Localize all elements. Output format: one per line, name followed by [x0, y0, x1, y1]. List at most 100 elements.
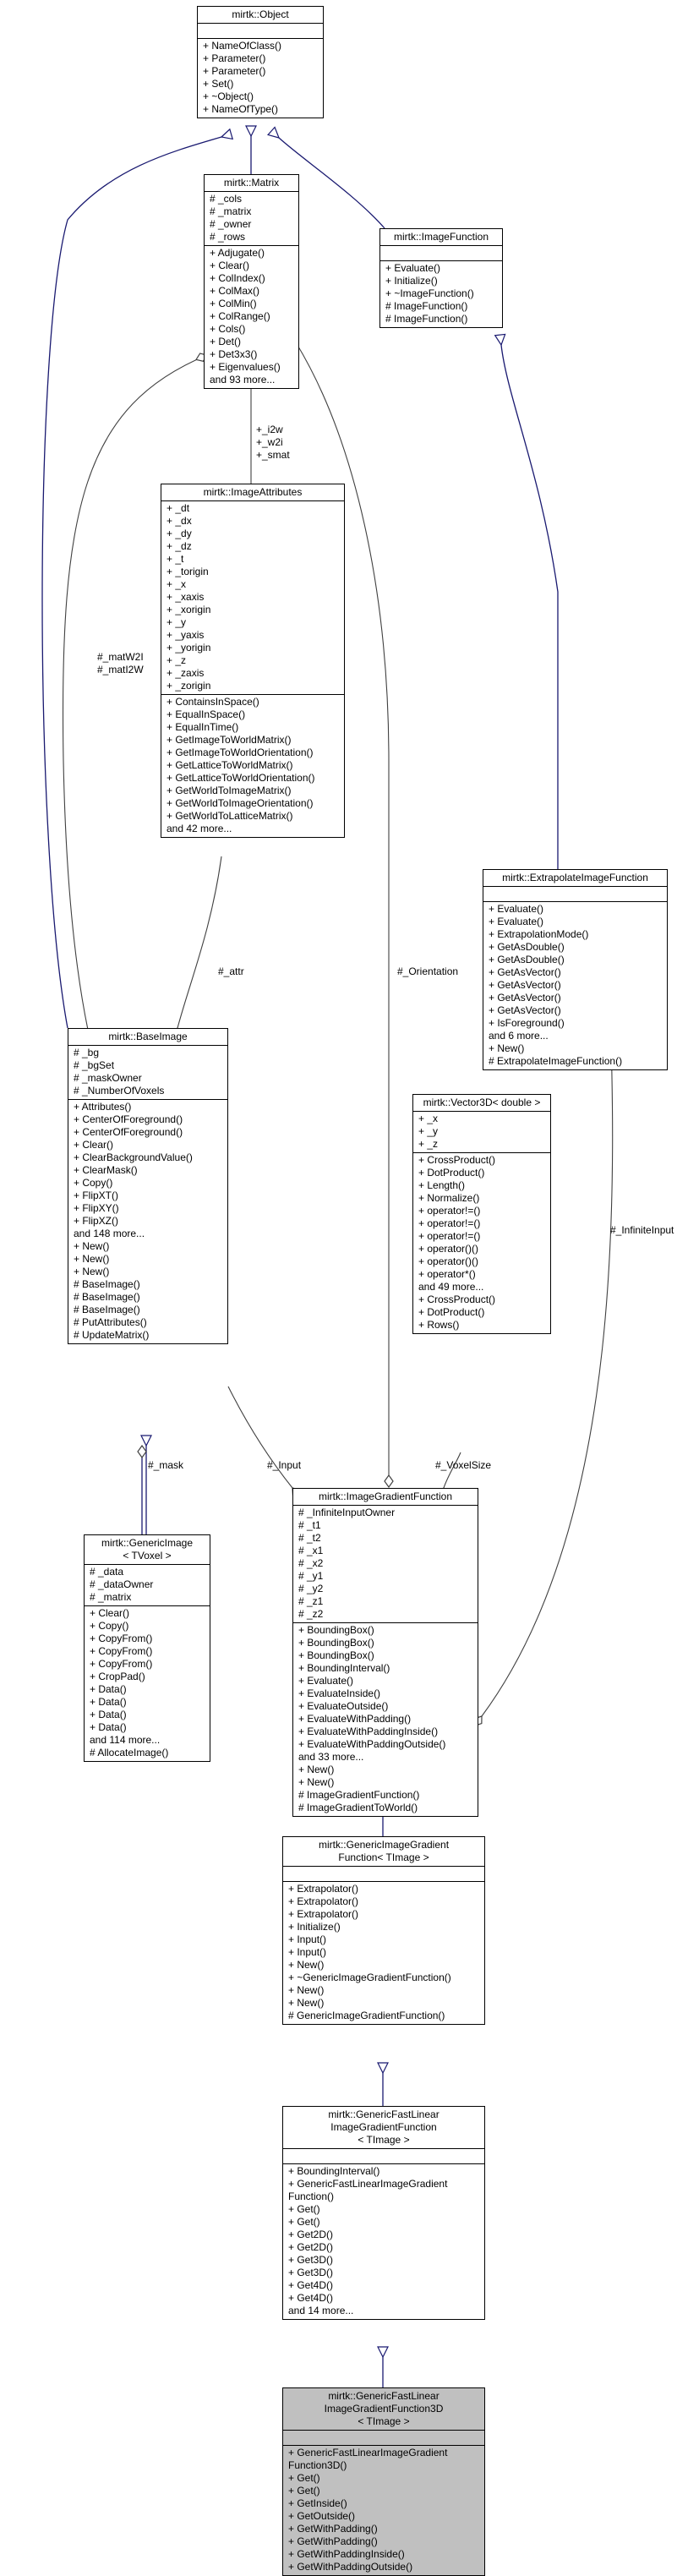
method-item: + GetAsVector()	[489, 1004, 561, 1016]
attribute-item: + _torigin	[167, 566, 209, 577]
method-item: + BoundingBox()	[298, 1624, 374, 1636]
method-item: + New()	[288, 1997, 325, 2009]
edge-vector3d-to-gradient	[444, 1452, 461, 1488]
method-item: # BaseImage()	[74, 1291, 140, 1303]
method-item: Function3D()	[288, 2459, 347, 2471]
class-node-vector3d-double[interactable]: mirtk::Vector3D< double >+ _x+ _y+ _z+ C…	[412, 1094, 551, 1334]
class-title-line: mirtk::ImageGradientFunction	[318, 1490, 453, 1502]
method-item: + EvaluateInside()	[298, 1687, 381, 1699]
class-title-line: mirtk::Object	[232, 8, 289, 20]
attribute-item: # _t2	[298, 1532, 321, 1544]
method-item: + FlipXT()	[74, 1190, 119, 1201]
method-item: + GetImageToWorldOrientation()	[167, 747, 314, 758]
attribute-item: # _bg	[74, 1047, 100, 1058]
class-node-matrix[interactable]: mirtk::Matrix# _cols# _matrix# _owner# _…	[204, 174, 299, 389]
method-item: + GetAsDouble()	[489, 954, 565, 965]
method-item: + CopyFrom()	[90, 1658, 153, 1670]
class-attributes: # _data# _dataOwner# _matrix	[85, 1564, 210, 1605]
method-item: + operator()()	[418, 1243, 479, 1255]
method-item: + Length()	[418, 1179, 466, 1191]
class-attributes: + _dt+ _dx+ _dy+ _dz+ _t+ _torigin+ _x+ …	[161, 500, 344, 694]
attribute-item: + _zaxis	[167, 667, 205, 679]
method-item: + Initialize()	[385, 275, 438, 287]
method-item: + Extrapolator()	[288, 1883, 359, 1895]
attribute-item: # _dataOwner	[90, 1578, 154, 1590]
class-title-line: < TVoxel >	[123, 1550, 172, 1561]
method-item: # ImageFunction()	[385, 300, 468, 312]
edge-label-mask: #_mask	[148, 1459, 184, 1471]
method-item: + GenericFastLinearImageGradient	[288, 2447, 448, 2458]
edge-label-line: +_w2i	[256, 436, 283, 448]
class-node-extrapolate-image-function[interactable]: mirtk::ExtrapolateImageFunction+ Evaluat…	[483, 869, 668, 1070]
attribute-item: + _dy	[167, 528, 192, 539]
attribute-item: # _cols	[210, 193, 243, 205]
method-item: # ImageGradientFunction()	[298, 1789, 420, 1801]
attribute-item: # _maskOwner	[74, 1072, 142, 1084]
class-methods: + ContainsInSpace()+ EqualInSpace()+ Equ…	[161, 694, 344, 837]
class-title-line: < TImage >	[358, 2415, 410, 2427]
method-item: + ClearMask()	[74, 1164, 138, 1176]
class-node-image-function[interactable]: mirtk::ImageFunction+ Evaluate()+ Initia…	[379, 228, 503, 328]
method-item: + GetAsVector()	[489, 979, 561, 991]
method-item: + Attributes()	[74, 1101, 132, 1113]
method-item: + Initialize()	[288, 1921, 341, 1933]
class-node-base-image[interactable]: mirtk::BaseImage# _bg# _bgSet# _maskOwne…	[68, 1028, 228, 1344]
method-item: + Data()	[90, 1709, 127, 1720]
class-title-line: Function< TImage >	[338, 1851, 429, 1863]
class-node-image-attributes[interactable]: mirtk::ImageAttributes+ _dt+ _dx+ _dy+ _…	[161, 484, 345, 838]
class-methods: + Adjugate()+ Clear()+ ColIndex()+ ColMa…	[205, 245, 298, 388]
method-item: + Parameter()	[203, 65, 266, 77]
method-item: + CopyFrom()	[90, 1645, 153, 1657]
class-methods: + Evaluate()+ Initialize()+ ~ImageFuncti…	[380, 260, 502, 327]
method-item: + IsForeground()	[489, 1017, 565, 1029]
edge-label-matw2i: #_matW2I#_matI2W	[97, 651, 144, 676]
method-item: + operator!=()	[418, 1230, 481, 1242]
class-attributes: + _x+ _y+ _z	[413, 1111, 550, 1152]
method-item: + Data()	[90, 1696, 127, 1708]
method-item: + Set()	[203, 78, 234, 90]
method-item: + DotProduct()	[418, 1306, 485, 1318]
method-item: + Get4D()	[288, 2279, 334, 2291]
method-item: + New()	[298, 1776, 335, 1788]
edge-label-line: +_smat	[256, 449, 290, 461]
attribute-item: # _matrix	[210, 205, 252, 217]
class-title: mirtk::BaseImage	[68, 1029, 227, 1045]
method-item: + GetAsDouble()	[489, 941, 565, 953]
method-item: + GetLatticeToWorldOrientation()	[167, 772, 315, 784]
method-item: + Copy()	[90, 1620, 129, 1632]
class-title: mirtk::ImageAttributes	[161, 484, 344, 500]
attribute-item: + _z	[167, 654, 187, 666]
method-item: + Get2D()	[288, 2241, 334, 2253]
method-item: + DotProduct()	[418, 1167, 485, 1179]
method-item: + New()	[288, 1959, 325, 1971]
edge-label-voxel-size: #_VoxelSize	[435, 1459, 492, 1471]
method-item: + GetWorldToImageOrientation()	[167, 797, 314, 809]
method-item: + EvaluateWithPadding()	[298, 1713, 412, 1725]
method-item: + CenterOfForeground()	[74, 1113, 183, 1125]
class-title-line: mirtk::Vector3D< double >	[423, 1097, 541, 1108]
class-title: mirtk::Vector3D< double >	[413, 1095, 550, 1111]
method-item: # ImageGradientToWorld()	[298, 1802, 418, 1813]
class-node-object[interactable]: mirtk::Object+ NameOfClass()+ Parameter(…	[197, 6, 324, 118]
class-title-line: mirtk::ImageFunction	[393, 231, 489, 243]
method-item: + ~ImageFunction()	[385, 287, 474, 299]
class-title: mirtk::Matrix	[205, 175, 298, 191]
method-item: + EqualInSpace()	[167, 708, 246, 720]
class-node-image-gradient-function[interactable]: mirtk::ImageGradientFunction# _InfiniteI…	[292, 1488, 478, 1817]
attribute-item: + _yaxis	[167, 629, 205, 641]
attribute-item: # _matrix	[90, 1591, 132, 1603]
method-item: + GetWithPaddingInside()	[288, 2548, 405, 2560]
method-item: + Clear()	[210, 260, 250, 271]
edge-label-line: #_matW2I	[97, 651, 144, 663]
attribute-item: # _y2	[298, 1583, 324, 1594]
class-attributes	[283, 2430, 484, 2445]
edge-label-line: #_matI2W	[97, 664, 144, 675]
attribute-item: # _bgSet	[74, 1059, 115, 1071]
method-item: + Copy()	[74, 1177, 113, 1189]
class-node-generic-image[interactable]: mirtk::GenericImage< TVoxel ># _data# _d…	[84, 1534, 210, 1762]
method-item: + CropPad()	[90, 1671, 145, 1682]
